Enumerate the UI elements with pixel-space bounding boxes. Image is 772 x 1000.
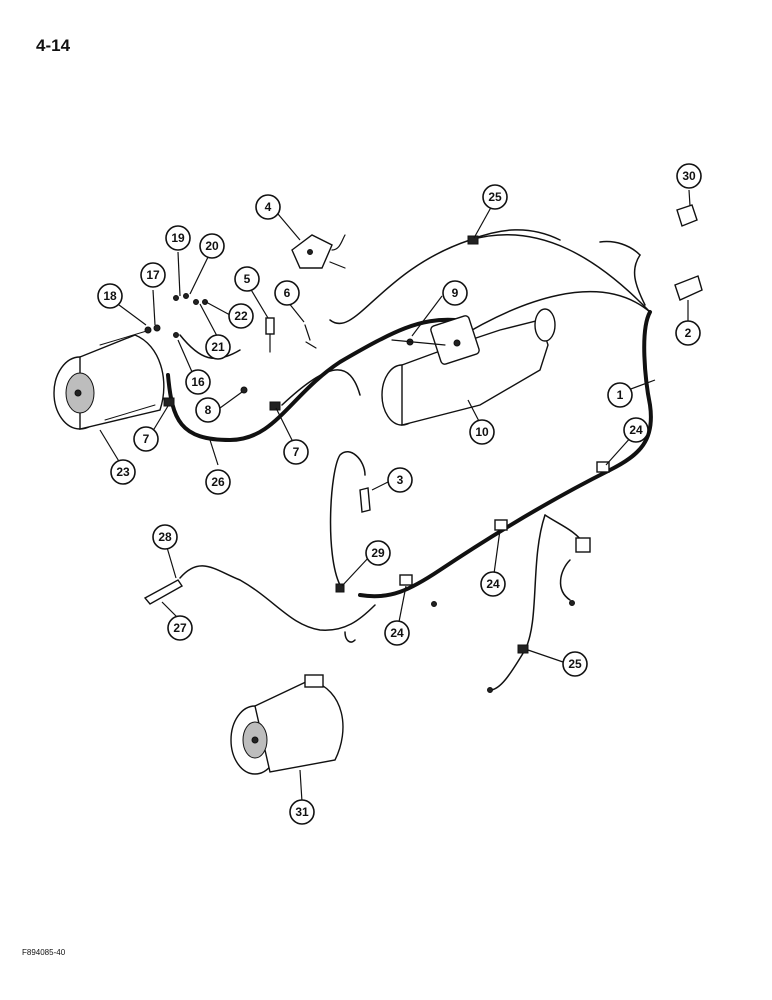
callout-20-label: 20 (205, 239, 219, 253)
ac-compressor-part (230, 674, 344, 775)
callout-25b-label: 25 (568, 657, 582, 671)
callout-7b-label: 7 (293, 445, 300, 459)
callout-3-label: 3 (397, 473, 404, 487)
callout-9: 9 (442, 280, 468, 306)
callout-29-label: 29 (371, 546, 385, 560)
callout-7a-label: 7 (143, 432, 150, 446)
callout-31: 31 (289, 799, 315, 825)
callout-28-label: 28 (158, 530, 172, 544)
callout-16: 16 (185, 369, 211, 395)
callout-18: 18 (97, 283, 123, 309)
callout-30: 30 (676, 163, 702, 189)
callout-1-label: 1 (617, 388, 624, 402)
callout-10-label: 10 (475, 425, 489, 439)
callout-19-label: 19 (171, 231, 185, 245)
callout-31-label: 31 (295, 805, 309, 819)
small-parts (143, 204, 703, 693)
callout-30-label: 30 (682, 169, 696, 183)
callout-8-label: 8 (205, 403, 212, 417)
callout-28: 28 (152, 524, 178, 550)
callout-25b: 25 (562, 651, 588, 677)
callout-21-label: 21 (211, 340, 225, 354)
callout-5: 5 (234, 266, 260, 292)
callout-23-label: 23 (116, 465, 130, 479)
callout-27: 27 (167, 615, 193, 641)
main-harness (166, 229, 653, 691)
callout-6-label: 6 (284, 286, 291, 300)
callout-25a-label: 25 (488, 190, 502, 204)
callout-8: 8 (195, 397, 221, 423)
callout-2-label: 2 (685, 326, 692, 340)
callout-16-label: 16 (191, 375, 205, 389)
callout-24a: 24 (623, 417, 649, 443)
callout-22-label: 22 (234, 309, 248, 323)
callout-26-label: 26 (211, 475, 225, 489)
callout-17-label: 17 (146, 268, 160, 282)
callout-1: 1 (607, 382, 633, 408)
callout-6: 6 (274, 280, 300, 306)
callout-24b-label: 24 (486, 577, 500, 591)
callouts: 1 2 3 4 5 6 7 7 8 9 10 16 17 18 19 20 21… (97, 163, 702, 825)
callout-2: 2 (675, 320, 701, 346)
callout-10: 10 (469, 419, 495, 445)
callout-18-label: 18 (103, 289, 117, 303)
page-number: 4-14 (36, 36, 71, 55)
callout-5-label: 5 (244, 272, 251, 286)
figure-code: F894085-40 (22, 948, 66, 957)
callout-24a-label: 24 (629, 423, 643, 437)
callout-26: 26 (205, 469, 231, 495)
callout-4-label: 4 (265, 200, 272, 214)
callout-29: 29 (365, 540, 391, 566)
starter-motor-part (381, 308, 556, 426)
callout-22: 22 (228, 303, 254, 329)
callout-4: 4 (255, 194, 281, 220)
callout-24b: 24 (480, 571, 506, 597)
callout-23: 23 (110, 459, 136, 485)
callout-25a: 25 (482, 184, 508, 210)
callout-27-label: 27 (173, 621, 187, 635)
alternator-part (53, 329, 165, 430)
callout-3: 3 (387, 467, 413, 493)
callout-20: 20 (199, 233, 225, 259)
callout-7a: 7 (133, 426, 159, 452)
callout-9-label: 9 (452, 286, 459, 300)
callout-21: 21 (205, 334, 231, 360)
callout-19: 19 (165, 225, 191, 251)
callout-24c-label: 24 (390, 626, 404, 640)
callout-17: 17 (140, 262, 166, 288)
callout-7b: 7 (283, 439, 309, 465)
callout-24c: 24 (384, 620, 410, 646)
